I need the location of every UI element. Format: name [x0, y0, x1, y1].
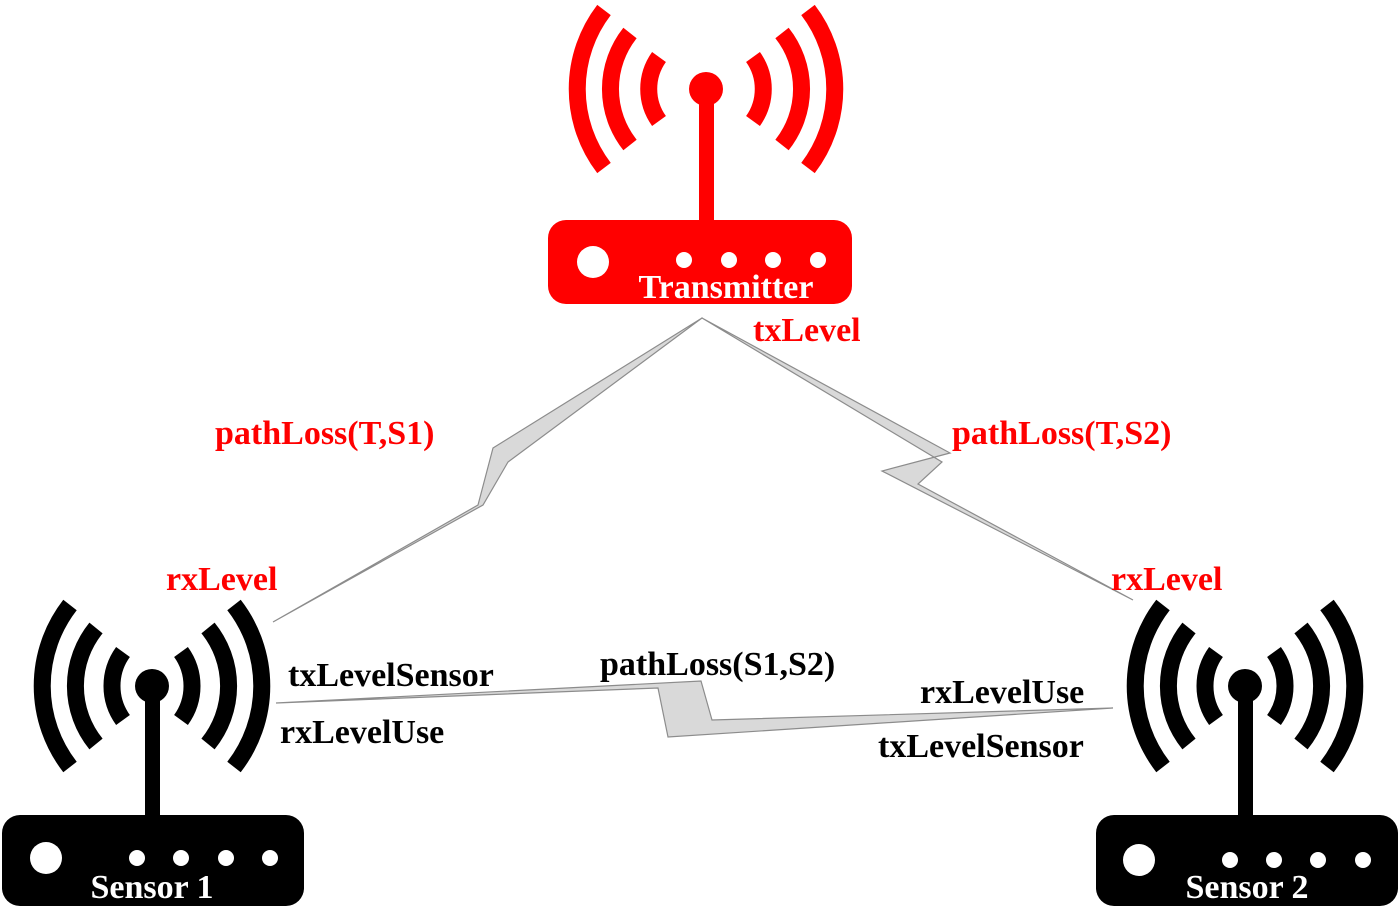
sensor1-signal-icon — [33, 599, 271, 773]
transmitter-signal-icon — [568, 4, 844, 174]
sensor1-rx-level-label: rxLevel — [166, 561, 277, 598]
transmitter-label: Transmitter — [639, 269, 814, 306]
path-loss-t-s1-label: pathLoss(T,S1) — [215, 415, 435, 452]
sensor2-signal-icon — [1126, 599, 1364, 773]
transmitter-antenna-tip — [689, 72, 723, 106]
sensor2-router-icon — [1096, 815, 1398, 906]
sensor1-antenna — [145, 690, 160, 825]
sensor2-device: Sensor 2 — [1096, 599, 1398, 906]
path-loss-s1-s2-label: pathLoss(S1,S2) — [600, 646, 835, 683]
link-t-s2-bolt-icon — [701, 317, 1134, 601]
sensor1-device: Sensor 1 — [2, 599, 304, 906]
transmitter-port-lights — [577, 246, 826, 278]
sensor2-tx-level-sensor-label: txLevelSensor — [878, 728, 1084, 765]
link-s1-s2-bolt-icon — [275, 680, 1114, 738]
sensor2-antenna-tip — [1228, 669, 1262, 703]
sensor1-port-lights — [30, 842, 278, 874]
sensor1-rx-level-use-label: rxLevelUse — [280, 714, 444, 751]
sensor2-label: Sensor 2 — [1185, 869, 1308, 906]
sensor2-antenna — [1238, 690, 1253, 825]
path-loss-t-s2-label: pathLoss(T,S2) — [952, 415, 1172, 452]
transmitter-tx-level-label: txLevel — [753, 312, 861, 349]
transmitter-antenna — [699, 92, 714, 227]
sensor2-rx-level-use-label: rxLevelUse — [920, 674, 1084, 711]
link-t-s1-bolt-icon — [272, 317, 703, 623]
sensor2-port-lights — [1123, 844, 1371, 876]
sensor1-tx-level-sensor-label: txLevelSensor — [288, 657, 494, 694]
transmitter-device: Transmitter — [548, 4, 852, 306]
sensor1-label: Sensor 1 — [90, 869, 213, 906]
sensor2-rx-level-label: rxLevel — [1111, 561, 1222, 598]
transmitter-router-icon — [548, 220, 852, 304]
sensor1-router-icon — [2, 815, 304, 906]
sensor1-antenna-tip — [135, 669, 169, 703]
